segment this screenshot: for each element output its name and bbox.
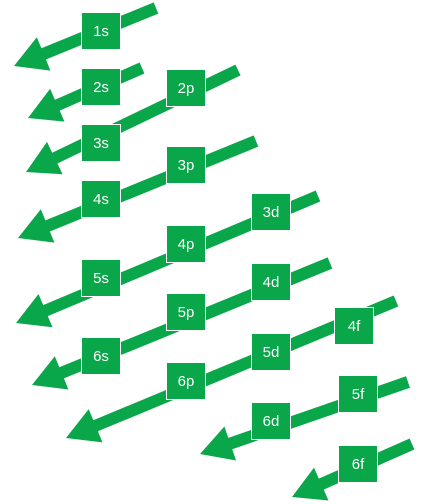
orbital-2s: 2s	[81, 68, 121, 106]
orbital-6d: 6d	[251, 402, 291, 440]
orbital-4d: 4d	[251, 263, 291, 301]
orbital-4s: 4s	[81, 180, 121, 218]
diagonal-arrow-7	[66, 295, 399, 443]
orbital-1s: 1s	[81, 12, 121, 50]
orbital-4f: 4f	[334, 307, 374, 345]
orbital-6p: 6p	[166, 362, 206, 400]
orbital-5d: 5d	[251, 333, 291, 371]
orbital-3d: 3d	[251, 193, 291, 231]
orbital-4p: 4p	[166, 225, 206, 263]
orbital-6s: 6s	[81, 337, 121, 375]
orbital-5s: 5s	[81, 259, 121, 297]
orbital-5p: 5p	[166, 293, 206, 331]
orbital-3s: 3s	[81, 124, 121, 162]
orbital-3p: 3p	[166, 146, 206, 184]
diagonal-arrow-8	[200, 376, 410, 461]
orbital-5f: 5f	[338, 375, 378, 413]
arrow-layer	[14, 2, 415, 501]
orbital-2p: 2p	[166, 69, 206, 107]
orbital-6f: 6f	[338, 445, 378, 483]
diagonal-arrow-4	[18, 135, 259, 243]
